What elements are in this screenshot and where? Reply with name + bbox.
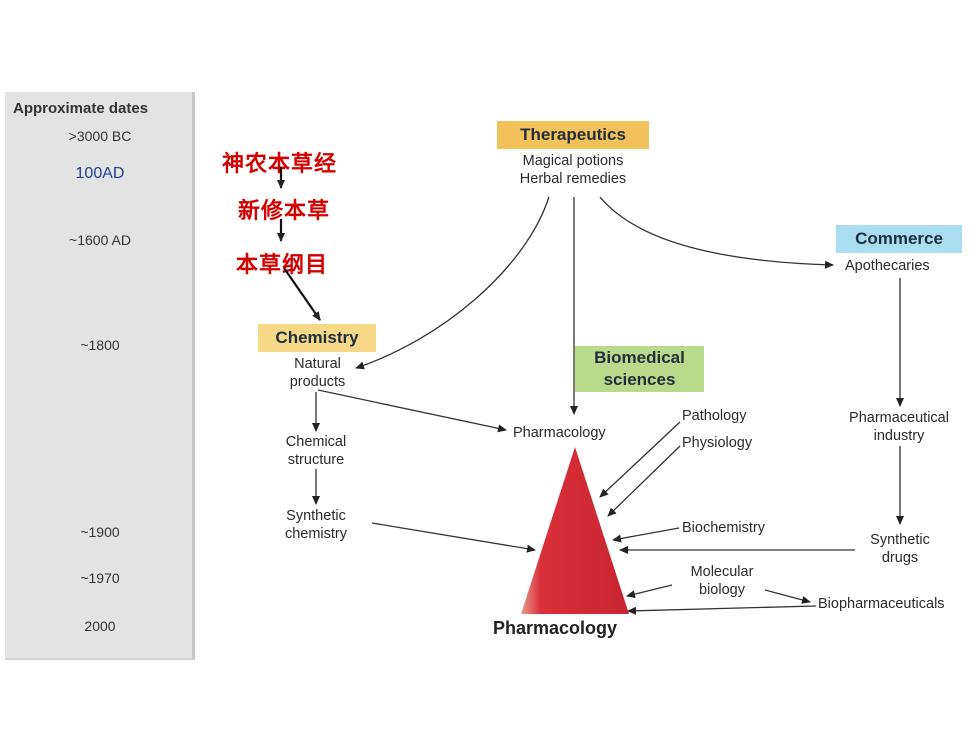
pharm-industry-line-2: industry xyxy=(873,428,925,444)
label-pharmacology-node: Pharmacology xyxy=(513,425,606,441)
chem-structure-line-1: Chemical xyxy=(285,434,347,450)
biomedical-label-1: Biomedical xyxy=(594,348,685,367)
arrow-molecular-to-biopharm xyxy=(764,589,811,604)
label-natural-products: Natural products xyxy=(270,355,365,391)
molecular-line-2: biology xyxy=(699,582,745,598)
chemistry-box: Chemistry xyxy=(258,324,376,352)
synthetic-chem-line-2: chemistry xyxy=(284,526,348,542)
synthetic-chem-line-1: Synthetic xyxy=(286,508,346,524)
label-biochemistry: Biochemistry xyxy=(682,520,765,536)
label-synthetic-chemistry: Synthetic chemistry xyxy=(262,507,370,543)
arrow-synthetic-to-triangle xyxy=(371,522,536,553)
arrow-natural-to-pharmacology xyxy=(317,389,507,433)
label-chemical-structure: Chemical structure xyxy=(262,433,370,469)
label-physiology: Physiology xyxy=(682,435,753,451)
therapeutics-box: Therapeutics xyxy=(497,121,649,149)
arrow-cn-3 xyxy=(283,267,321,321)
commerce-box: Commerce xyxy=(836,225,962,253)
biomedical-label-2: sciences xyxy=(603,370,676,389)
synthetic-drugs-line-1: Synthetic xyxy=(870,532,930,548)
label-pharmaceutical-industry: Pharmaceutical industry xyxy=(828,409,970,445)
date-1600ad: ~1600 AD xyxy=(69,232,131,248)
date-1900: ~1900 xyxy=(80,524,120,540)
molecular-line-1: Molecular xyxy=(690,564,754,580)
label-pathology: Pathology xyxy=(682,408,747,424)
arrow-biopharm-to-triangle xyxy=(627,605,817,615)
timeline-title: Approximate dates xyxy=(13,100,149,117)
arrow-biochemistry-to-triangle xyxy=(612,527,680,543)
chemistry-box-label: Chemistry xyxy=(275,328,359,347)
chem-structure-line-2: structure xyxy=(287,452,345,468)
arrow-physiology-to-triangle xyxy=(607,445,681,517)
label-molecular-biology: Molecular biology xyxy=(672,563,772,599)
biomedical-box: Biomedical sciences xyxy=(575,346,704,392)
classic-shennong: 神农本草经 xyxy=(222,151,338,177)
label-magical-potions: Magical potions xyxy=(522,153,624,169)
pharm-industry-line-1: Pharmaceutical xyxy=(849,410,949,426)
date-100ad: 100AD xyxy=(75,165,125,182)
label-biopharmaceuticals: Biopharmaceuticals xyxy=(818,596,945,612)
date-1970: ~1970 xyxy=(80,570,120,586)
label-pharmacology-title: Pharmacology xyxy=(493,618,618,638)
natural-line-2: products xyxy=(289,374,346,390)
label-apothecaries: Apothecaries xyxy=(845,258,930,274)
label-herbal-remedies: Herbal remedies xyxy=(519,171,627,187)
natural-line-1: Natural xyxy=(294,356,341,372)
arrow-therapeutics-to-chemistry xyxy=(355,196,550,370)
classic-xinxiu: 新修本草 xyxy=(238,198,331,224)
date-3000bc: >3000 BC xyxy=(68,128,132,144)
label-synthetic-drugs: Synthetic drugs xyxy=(850,531,950,567)
date-2000: 2000 xyxy=(84,618,116,634)
arrow-therapeutics-to-apothecaries xyxy=(599,196,834,269)
date-1800: ~1800 xyxy=(80,337,120,353)
arrow-molecular-to-triangle xyxy=(626,584,673,598)
classic-bencao-gangmu: 本草纲目 xyxy=(236,252,329,278)
synthetic-drugs-line-2: drugs xyxy=(881,550,919,566)
arrow-pathology-to-triangle xyxy=(599,421,681,498)
timeline-panel: Approximate dates >3000 BC 100AD ~1600 A… xyxy=(5,92,195,660)
pharmacology-triangle xyxy=(521,447,629,614)
